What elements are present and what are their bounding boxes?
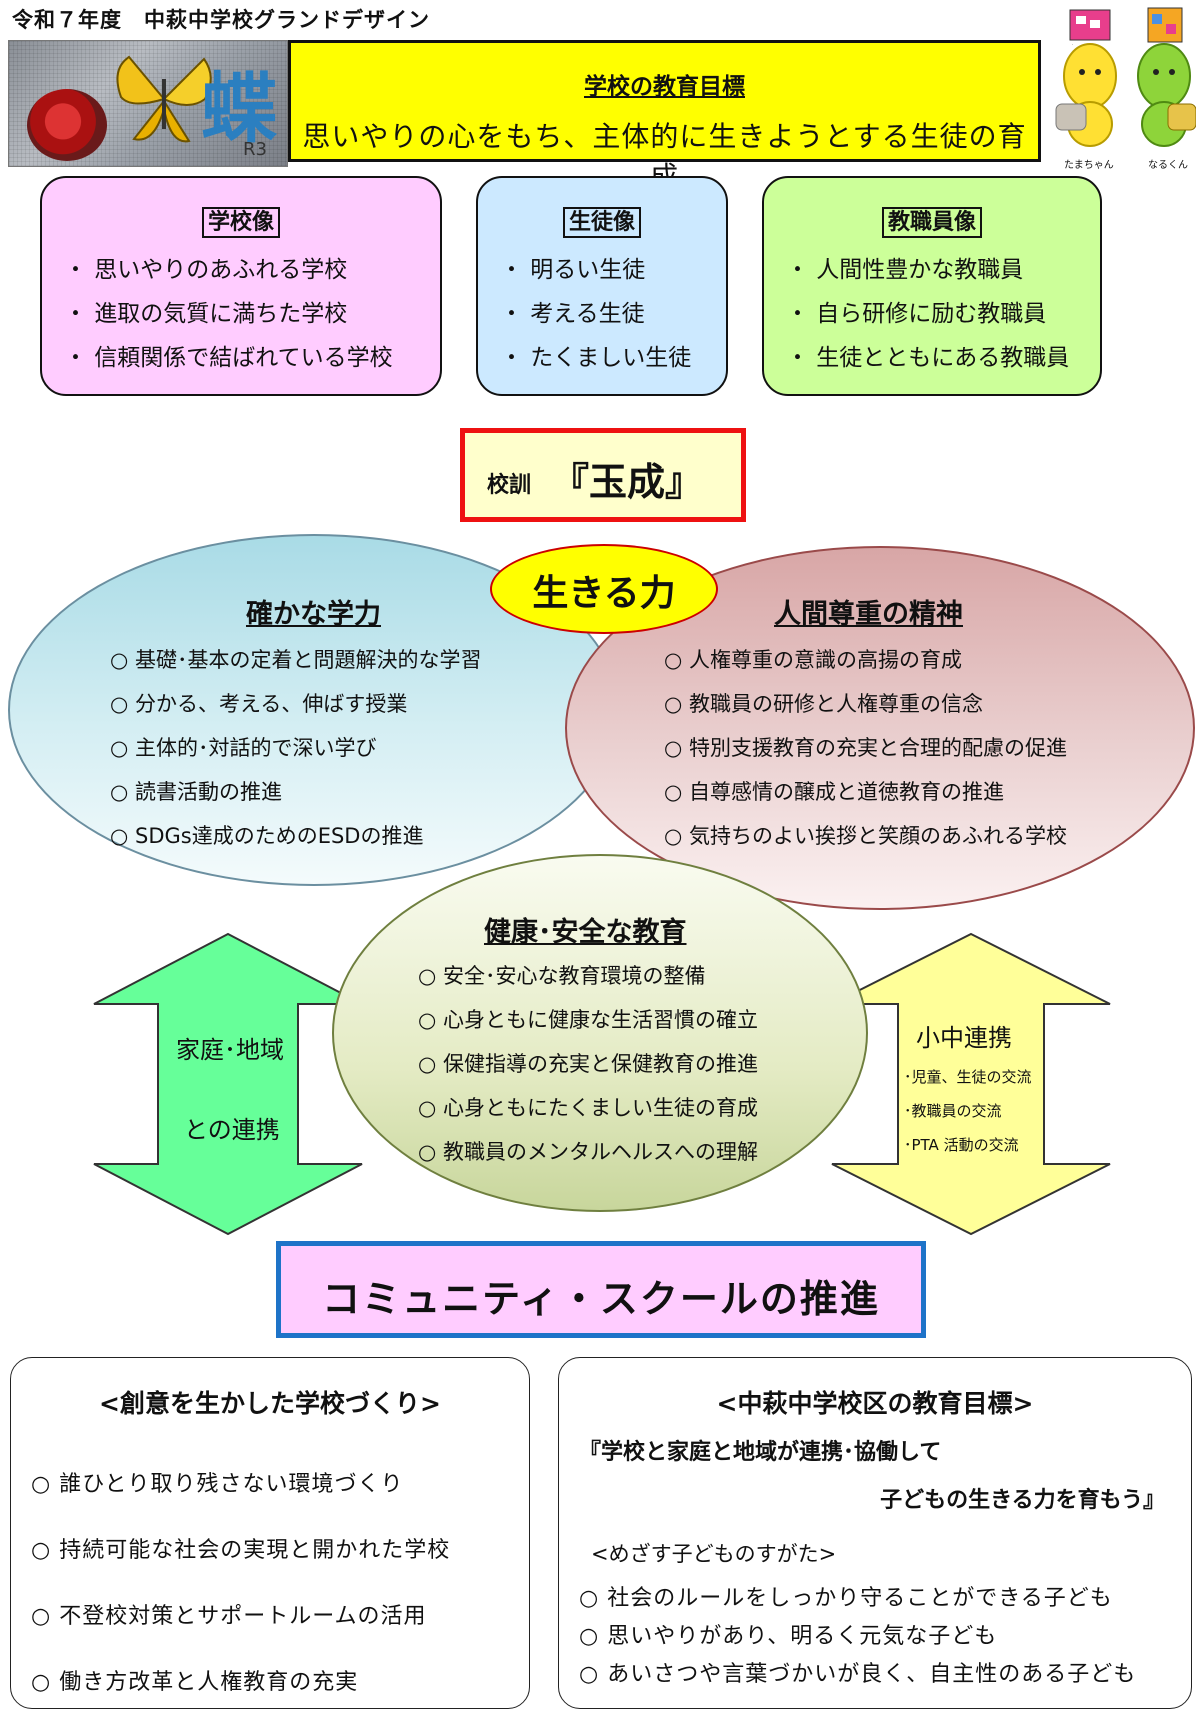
ikiru-text: 生きる力 — [532, 573, 676, 614]
list-item: ○ 不登校対策とサポートルームの活用 — [31, 1604, 427, 1629]
mascot-name-left: たまちゃん — [1064, 160, 1114, 171]
district-goal-quote-line1: 『学校と家庭と地域が連携･協働して — [579, 1440, 942, 1465]
elem-jhs-link-title: 小中連携 — [916, 1024, 1012, 1052]
district-goal-quote-line2: 子どもの生きる力を育もう』 — [880, 1488, 1165, 1513]
creative-school-title: <創意を生かした学校づくり> — [99, 1389, 441, 1418]
list-item: ○ 読書活動の推進 — [110, 780, 282, 804]
family-community-line2: との連携 — [184, 1116, 280, 1144]
list-item: ○ 基礎･基本の定着と問題解決的な学習 — [110, 648, 482, 672]
list-item: ・ 進取の気質に満ちた学校 — [64, 301, 348, 327]
human-rights-title: 人間尊重の精神 — [774, 599, 963, 630]
community-school-text: コミュニティ・スクールの推進 — [322, 1277, 880, 1321]
rose-picture — [27, 89, 107, 161]
list-item: ○ 特別支援教育の充実と合理的配慮の促進 — [664, 736, 1067, 760]
district-goal-box: <中萩中学校区の教育目標> 『学校と家庭と地域が連携･協働して 子どもの生きる力… — [558, 1357, 1192, 1709]
school-image-box: 学校像 ・ 思いやりのあふれる学校 ・ 進取の気質に満ちた学校 ・ 信頼関係で結… — [40, 176, 442, 396]
banner-sub: R3 — [243, 139, 267, 160]
list-item: ○ 教職員のメンタルヘルスへの理解 — [418, 1140, 758, 1164]
list-item: ･PTA 活動の交流 — [904, 1136, 1019, 1154]
list-item: ○ 思いやりがあり、明るく元気な子ども — [579, 1624, 998, 1649]
health-title: 健康･安全な教育 — [484, 917, 687, 948]
list-item: ・ 思いやりのあふれる学校 — [64, 257, 348, 283]
academic-title: 確かな学力 — [246, 599, 381, 630]
list-item: ○ 持続可能な社会の実現と開かれた学校 — [31, 1538, 451, 1563]
list-item: ○ 人権尊重の意識の高揚の育成 — [664, 648, 962, 672]
motto-value: 『玉成』 — [551, 460, 704, 504]
butterfly-picture — [116, 55, 212, 143]
school-motto-box: 校訓 『玉成』 — [460, 428, 746, 522]
district-goal-title: <中萩中学校区の教育目標> — [716, 1389, 1034, 1418]
double-arrow-left-icon — [93, 932, 363, 1236]
school-image-title: 学校像 — [201, 207, 280, 238]
list-item: ○ 心身ともにたくましい生徒の育成 — [418, 1096, 758, 1120]
double-arrow-right-icon — [831, 932, 1111, 1236]
motto-label: 校訓 — [487, 473, 532, 498]
family-community-line1: 家庭･地域 — [176, 1036, 284, 1064]
list-item: ･児童、生徒の交流 — [904, 1068, 1032, 1086]
list-item: ○ 主体的･対話的で深い学び — [110, 736, 377, 760]
creative-school-box: <創意を生かした学校づくり> ○ 誰ひとり取り残さない環境づくり ○ 持続可能な… — [10, 1357, 530, 1709]
community-school-box: コミュニティ・スクールの推進 — [276, 1241, 926, 1338]
list-item: ○ 自尊感情の醸成と道徳教育の推進 — [664, 780, 1004, 804]
list-item: ○ 社会のルールをしっかり守ることができる子ども — [579, 1586, 1113, 1611]
mascot-name-right: なるくん — [1148, 160, 1188, 171]
document-title: 令和７年度 中萩中学校グランドデザイン — [12, 8, 430, 32]
list-item: ・ 人間性豊かな教職員 — [786, 257, 1024, 283]
list-item: ・ 信頼関係で結ばれている学校 — [64, 345, 393, 371]
ikiru-ellipse: 生きる力 — [490, 544, 718, 634]
list-item: ・ 考える生徒 — [500, 301, 645, 327]
staff-image-box: 教職員像 ・ 人間性豊かな教職員 ・ 自ら研修に励む教職員 ・ 生徒とともにある… — [762, 176, 1102, 396]
school-goal-box: 学校の教育目標 思いやりの心をもち、主体的に生きようとする生徒の育成 — [288, 40, 1041, 193]
school-goal-title: 学校の教育目標 — [584, 74, 745, 100]
list-item: ○ あいさつや言葉づかいが良く、自主性のある子ども — [579, 1662, 1137, 1687]
list-item: ○ 心身ともに健康な生活習慣の確立 — [418, 1008, 758, 1032]
list-item: ・ たくましい生徒 — [500, 345, 692, 371]
health-ellipse — [332, 854, 868, 1212]
list-item: ○ 気持ちのよい挨拶と笑顔のあふれる学校 — [664, 824, 1067, 848]
list-item: ○ 誰ひとり取り残さない環境づくり — [31, 1472, 404, 1497]
list-item: ・ 明るい生徒 — [500, 257, 646, 283]
list-item: ○ 安全･安心な教育環境の整備 — [418, 964, 706, 988]
aim-title: <めざす子どものすがた> — [591, 1542, 837, 1566]
banner-kanji: 蝶 — [201, 64, 277, 153]
list-item: ○ 働き方改革と人権教育の充実 — [31, 1670, 359, 1695]
mascot-illustration: たまちゃん なるくん NAKA HAGI — [1054, 6, 1197, 174]
list-item: ・ 自ら研修に励む教職員 — [786, 301, 1047, 327]
list-item: ・ 生徒とともにある教職員 — [786, 345, 1070, 371]
list-item: ○ SDGs達成のためのESDの推進 — [110, 824, 424, 848]
student-image-box: 生徒像 ・ 明るい生徒 ・ 考える生徒 ・ たくましい生徒 — [476, 176, 728, 396]
staff-image-title: 教職員像 — [881, 207, 982, 238]
student-image-title: 生徒像 — [562, 207, 641, 238]
list-item: ○ 保健指導の充実と保健教育の推進 — [418, 1052, 758, 1076]
mascot-hat-text: NAKA HAGI — [1072, 44, 1073, 45]
banner-image: 蝶 R3 — [8, 40, 288, 167]
mascots-picture — [1055, 7, 1197, 147]
list-item: ○ 教職員の研修と人権尊重の信念 — [664, 692, 983, 716]
list-item: ○ 分かる、考える、伸ばす授業 — [110, 692, 408, 716]
list-item: ･教職員の交流 — [904, 1102, 1002, 1120]
